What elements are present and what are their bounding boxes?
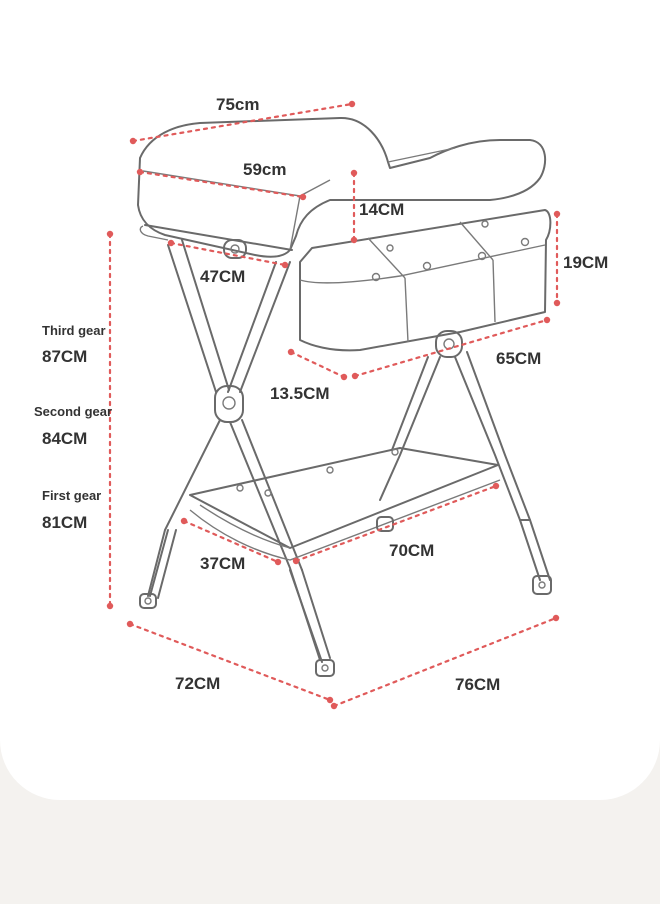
label-tray-depth: 14CM: [359, 200, 404, 219]
dim-line-top-width: [138, 170, 305, 199]
changing-table-frame: [137, 116, 552, 677]
dim-line-height-start-dot: [106, 230, 114, 238]
dim-line-base-width-start-dot: [126, 620, 134, 628]
dim-line-shelf-width-end-dot: [274, 558, 282, 566]
dim-line-shelf-width-start-dot: [180, 517, 188, 525]
dim-line-basket-width-start-dot: [287, 348, 295, 356]
dimension-lines: [106, 100, 561, 710]
dim-line-top-length: [131, 102, 354, 143]
right-leg-a: [379, 356, 441, 501]
label-top-width: 59cm: [243, 160, 286, 179]
left-leg-a: [167, 244, 321, 661]
dim-line-hinge-width-end-dot: [281, 261, 289, 269]
left-leg-c: [147, 261, 291, 597]
dim-line-basket-length: [353, 318, 549, 378]
dim-line-tray-depth-end-dot: [350, 236, 358, 244]
gear-label-second: Second gear: [34, 404, 112, 419]
dim-line-top-length-start-dot: [129, 137, 137, 145]
left-leg-b: [181, 239, 303, 571]
dim-line-basket-width-end-dot: [340, 373, 348, 381]
top-rail: [144, 224, 293, 251]
caster-front-center: [315, 659, 335, 677]
dim-line-top-width-start-dot: [136, 168, 144, 176]
dim-line-tray-height-end-dot: [553, 299, 561, 307]
dim-line-tray-depth-start-dot: [350, 169, 358, 177]
gear-height-labels: Third gear 87CM Second gear 84CM First g…: [34, 323, 112, 532]
dim-line-top-width-end-dot: [299, 193, 307, 201]
label-shelf-length: 70CM: [389, 541, 434, 560]
gear-value-first: 81CM: [42, 513, 87, 532]
dim-line-basket-width: [289, 350, 346, 379]
label-tray-height: 19CM: [563, 253, 608, 272]
gear-value-third: 87CM: [42, 347, 87, 366]
gear-value-second: 84CM: [42, 429, 87, 448]
dim-line-top-length-end-dot: [348, 100, 356, 108]
dim-line-shelf-length: [294, 484, 498, 563]
label-basket-width: 13.5CM: [270, 384, 330, 403]
right-leg-b: [454, 356, 541, 581]
label-top-length: 75cm: [216, 95, 259, 114]
bottom-shelf: [189, 447, 499, 549]
dim-line-base-width-end-dot: [326, 696, 334, 704]
label-base-width: 72CM: [175, 674, 220, 693]
dim-line-base-width: [128, 622, 332, 702]
dim-line-shelf-length-start-dot: [292, 557, 300, 565]
label-base-length: 76CM: [455, 675, 500, 694]
dim-line-shelf-width: [182, 519, 280, 564]
gear-label-third: Third gear: [42, 323, 106, 338]
diagram-card: [0, 0, 660, 800]
dim-line-tray-height-start-dot: [553, 210, 561, 218]
dim-line-base-length-end-dot: [552, 614, 560, 622]
dim-line-basket-length-start-dot: [351, 372, 359, 380]
changing-mat: [137, 116, 547, 258]
dimension-labels: 75cm 59cm 14CM 19CM 47CM 65CM 13.5CM 37C…: [175, 95, 608, 694]
label-shelf-width: 37CM: [200, 554, 245, 573]
label-hinge-width: 47CM: [200, 267, 245, 286]
left-leg-d: [227, 261, 277, 393]
hinge-knob-top: [223, 239, 247, 259]
storage-basket: [299, 209, 552, 352]
dim-line-height-end-dot: [106, 602, 114, 610]
dim-line-base-length-start-dot: [330, 702, 338, 710]
label-basket-length: 65CM: [496, 349, 541, 368]
dim-line-hinge-width: [169, 241, 287, 267]
caster-front-left: [139, 593, 157, 609]
dim-line-base-length: [332, 616, 558, 708]
dim-line-basket-length-end-dot: [543, 316, 551, 324]
gear-label-first: First gear: [42, 488, 101, 503]
dim-line-shelf-length-end-dot: [492, 482, 500, 490]
dim-line-hinge-width-start-dot: [167, 239, 175, 247]
caster-back-right: [532, 575, 552, 595]
